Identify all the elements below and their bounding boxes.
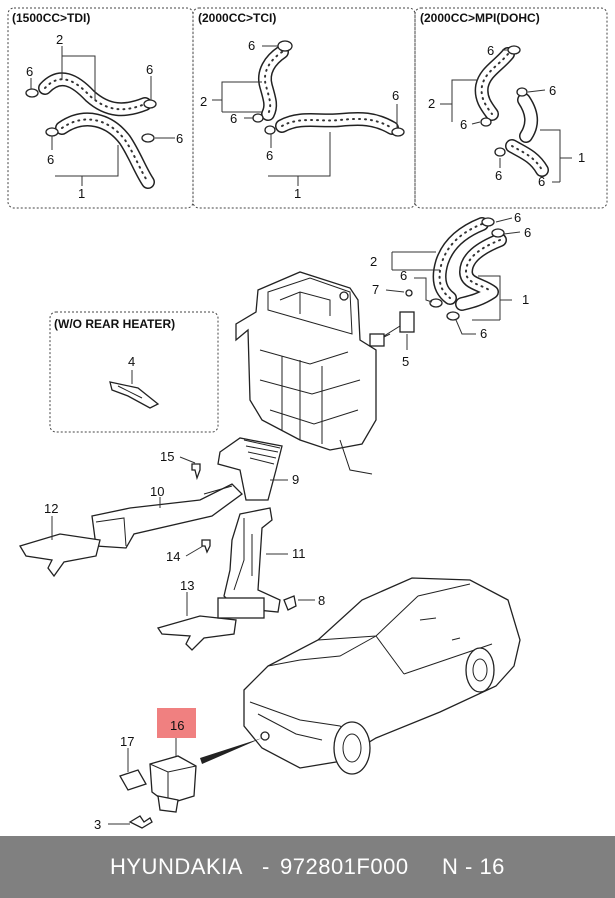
callout-10: 10 — [150, 484, 164, 499]
panel-without-rear-heater: (W/O REAR HEATER) 4 — [49, 311, 219, 433]
callout-2: 2 — [370, 254, 377, 269]
heater-unit — [235, 271, 385, 475]
footer-part-number: 972801F000 — [280, 854, 409, 879]
callout-6: 6 — [248, 38, 255, 53]
callout-14: 14 — [166, 549, 180, 564]
ducts: 9 15 10 12 14 11 13 8 — [19, 437, 325, 651]
parts-diagram: (1500CC>TDI) 2 6 6 6 6 1 (2000CC>TCI) — [7, 7, 608, 832]
callout-3: 3 — [94, 817, 101, 832]
panel-1500cc-tdi: (1500CC>TDI) 2 6 6 6 6 1 — [7, 7, 194, 209]
callout-6: 6 — [26, 64, 33, 79]
callout-15: 15 — [160, 449, 174, 464]
callout-13: 13 — [180, 578, 194, 593]
callout-6: 6 — [487, 43, 494, 58]
callout-8: 8 — [318, 593, 325, 608]
callout-7: 7 — [372, 282, 379, 297]
footer-page: N - 16 — [442, 854, 505, 879]
car-illustration — [200, 577, 521, 775]
callout-5: 5 — [402, 354, 409, 369]
footer-separator: - — [262, 854, 270, 879]
callout-1: 1 — [294, 186, 301, 201]
callout-6: 6 — [146, 62, 153, 77]
callout-6: 6 — [495, 168, 502, 183]
panel-2000cc-tci: (2000CC>TCI) 6 2 6 6 6 1 — [192, 7, 416, 209]
callout-4: 4 — [128, 354, 135, 369]
callout-17: 17 — [120, 734, 134, 749]
panel-mpi-title: (2000CC>MPI(DOHC) — [420, 11, 540, 25]
footer-brand: HYUNDAI — [110, 854, 213, 879]
callout-2: 2 — [56, 32, 63, 47]
callout-6: 6 — [549, 83, 556, 98]
callout-6: 6 — [480, 326, 487, 341]
callout-1: 1 — [78, 186, 85, 201]
footer-bar: HYUNDAI KIA - 972801F000 N - 16 — [0, 836, 615, 898]
callout-9: 9 — [292, 472, 299, 487]
callout-6: 6 — [514, 210, 521, 225]
callout-1: 1 — [522, 292, 529, 307]
panel-2000cc-mpi: (2000CC>MPI(DOHC) 6 6 2 6 6 1 6 — [414, 7, 608, 209]
panel-tci-title: (2000CC>TCI) — [198, 11, 276, 25]
callout-2: 2 — [200, 94, 207, 109]
highlight-box-16 — [157, 708, 196, 738]
callout-6: 6 — [176, 131, 183, 146]
callout-2: 2 — [428, 96, 435, 111]
callout-11: 11 — [292, 546, 306, 561]
callout-1: 1 — [578, 150, 585, 165]
callout-16-highlight: 16 — [170, 718, 184, 733]
callout-6: 6 — [392, 88, 399, 103]
heater-hoses-main: 6 6 2 6 7 1 6 5 — [370, 210, 531, 369]
callout-6: 6 — [400, 268, 407, 283]
callout-6: 6 — [460, 117, 467, 132]
callout-6: 6 — [230, 111, 237, 126]
callout-6: 6 — [538, 174, 545, 189]
footer-make: KIA — [206, 854, 243, 879]
panel-rear-heater-title: (W/O REAR HEATER) — [54, 317, 175, 331]
callout-12: 12 — [44, 501, 58, 516]
callout-6: 6 — [47, 152, 54, 167]
panel-tdi-title: (1500CC>TDI) — [12, 11, 90, 25]
callout-6: 6 — [524, 225, 531, 240]
ambient-sensor-assembly: 16 17 3 — [94, 708, 197, 832]
callout-6: 6 — [266, 148, 273, 163]
